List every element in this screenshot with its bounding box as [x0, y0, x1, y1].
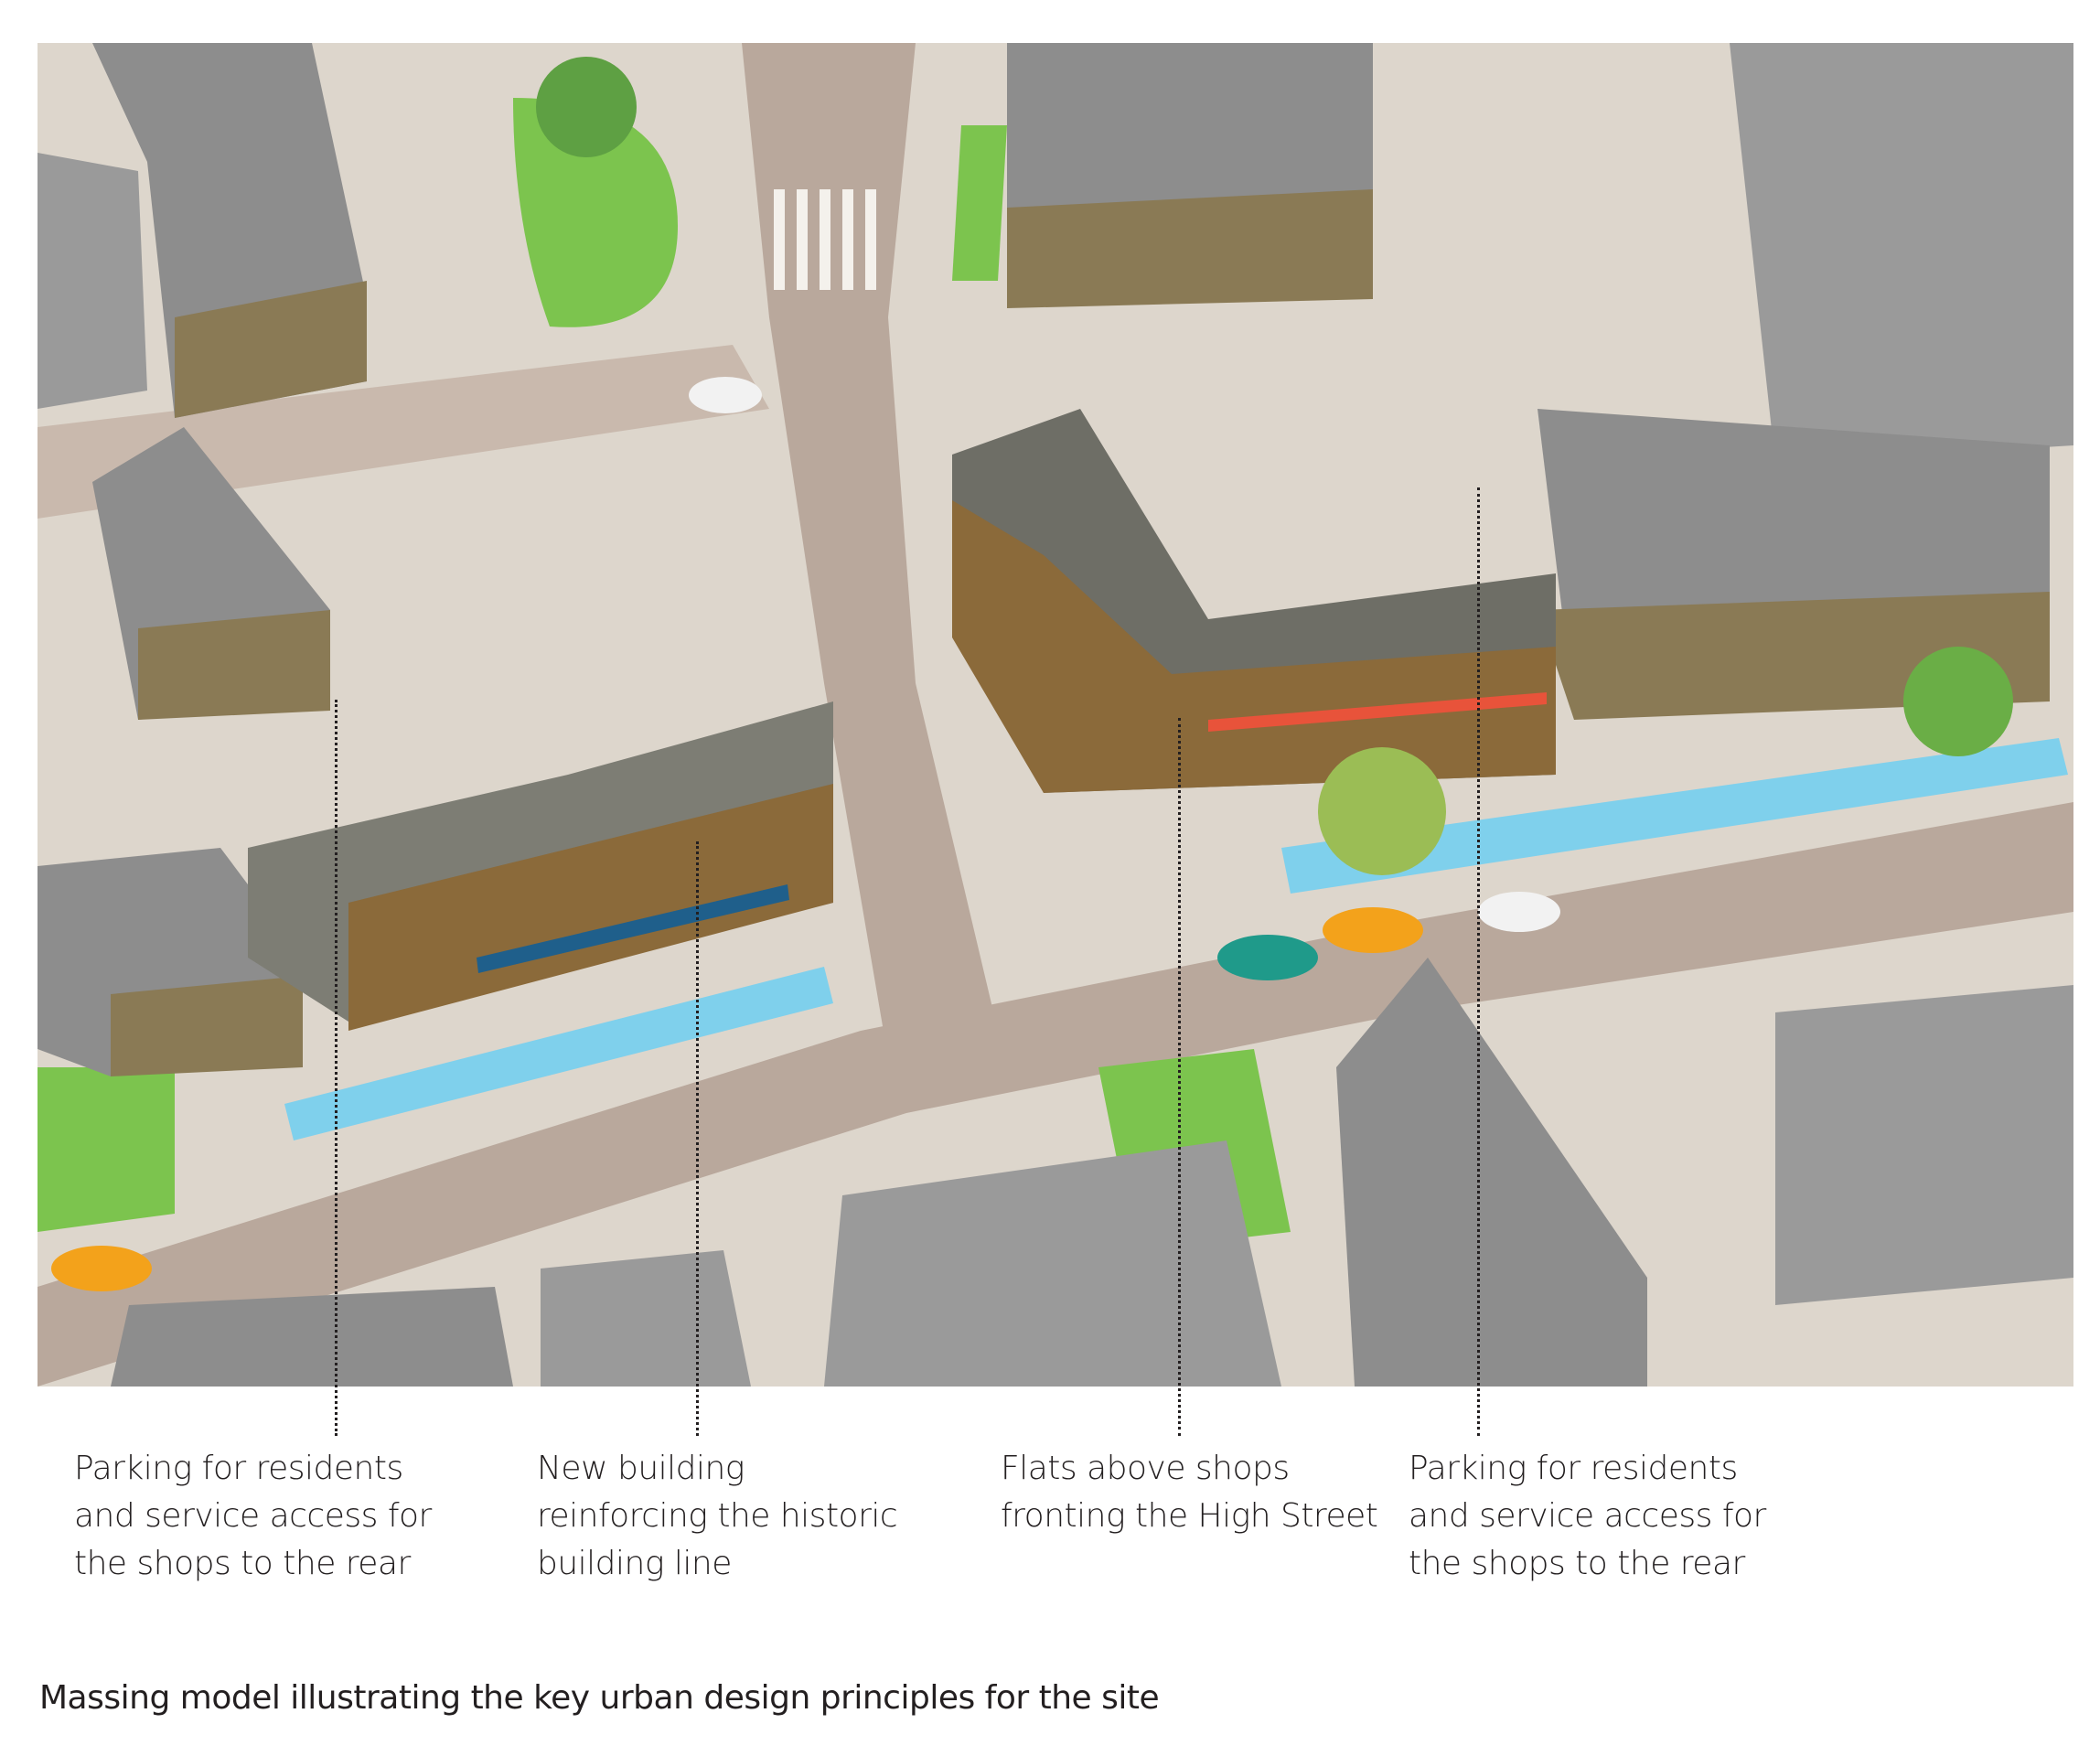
annotation-parking-west: Parking for residents and service access… [74, 1450, 432, 1582]
side-road [742, 43, 998, 1058]
figure-caption: Massing model illustrating the key urban… [39, 1679, 1160, 1717]
car-green [1217, 935, 1318, 980]
massing-model-illustration [38, 43, 2073, 1387]
high-street-road [38, 802, 2073, 1387]
car-white [1478, 892, 1560, 932]
shopfront-red-strip [1208, 692, 1547, 732]
zebra-crossing [774, 189, 876, 290]
green-park [513, 98, 678, 327]
leader-line-flats [1178, 718, 1181, 1436]
new-building-east [952, 409, 1556, 793]
green-strip [952, 125, 1007, 281]
leader-line-new-building [696, 841, 699, 1436]
tree [1903, 647, 2013, 756]
tree [536, 57, 637, 157]
tree [1318, 747, 1446, 875]
new-building-west [248, 701, 833, 1031]
leader-line-parking-west [335, 700, 338, 1436]
shopfront-blue-strip [477, 884, 789, 973]
green-lawn [38, 1067, 175, 1232]
car-white [689, 377, 762, 413]
annotation-parking-east: Parking for residents and service access… [1409, 1450, 1766, 1582]
car-orange [1323, 907, 1423, 953]
annotation-new-building: New building reinforcing the historic bu… [537, 1450, 898, 1582]
leader-line-parking-east [1477, 487, 1480, 1436]
existing-buildings [38, 43, 2073, 1387]
car-orange [51, 1246, 152, 1291]
annotation-flats-above-shops: Flats above shops fronting the High Stre… [1001, 1450, 1378, 1535]
